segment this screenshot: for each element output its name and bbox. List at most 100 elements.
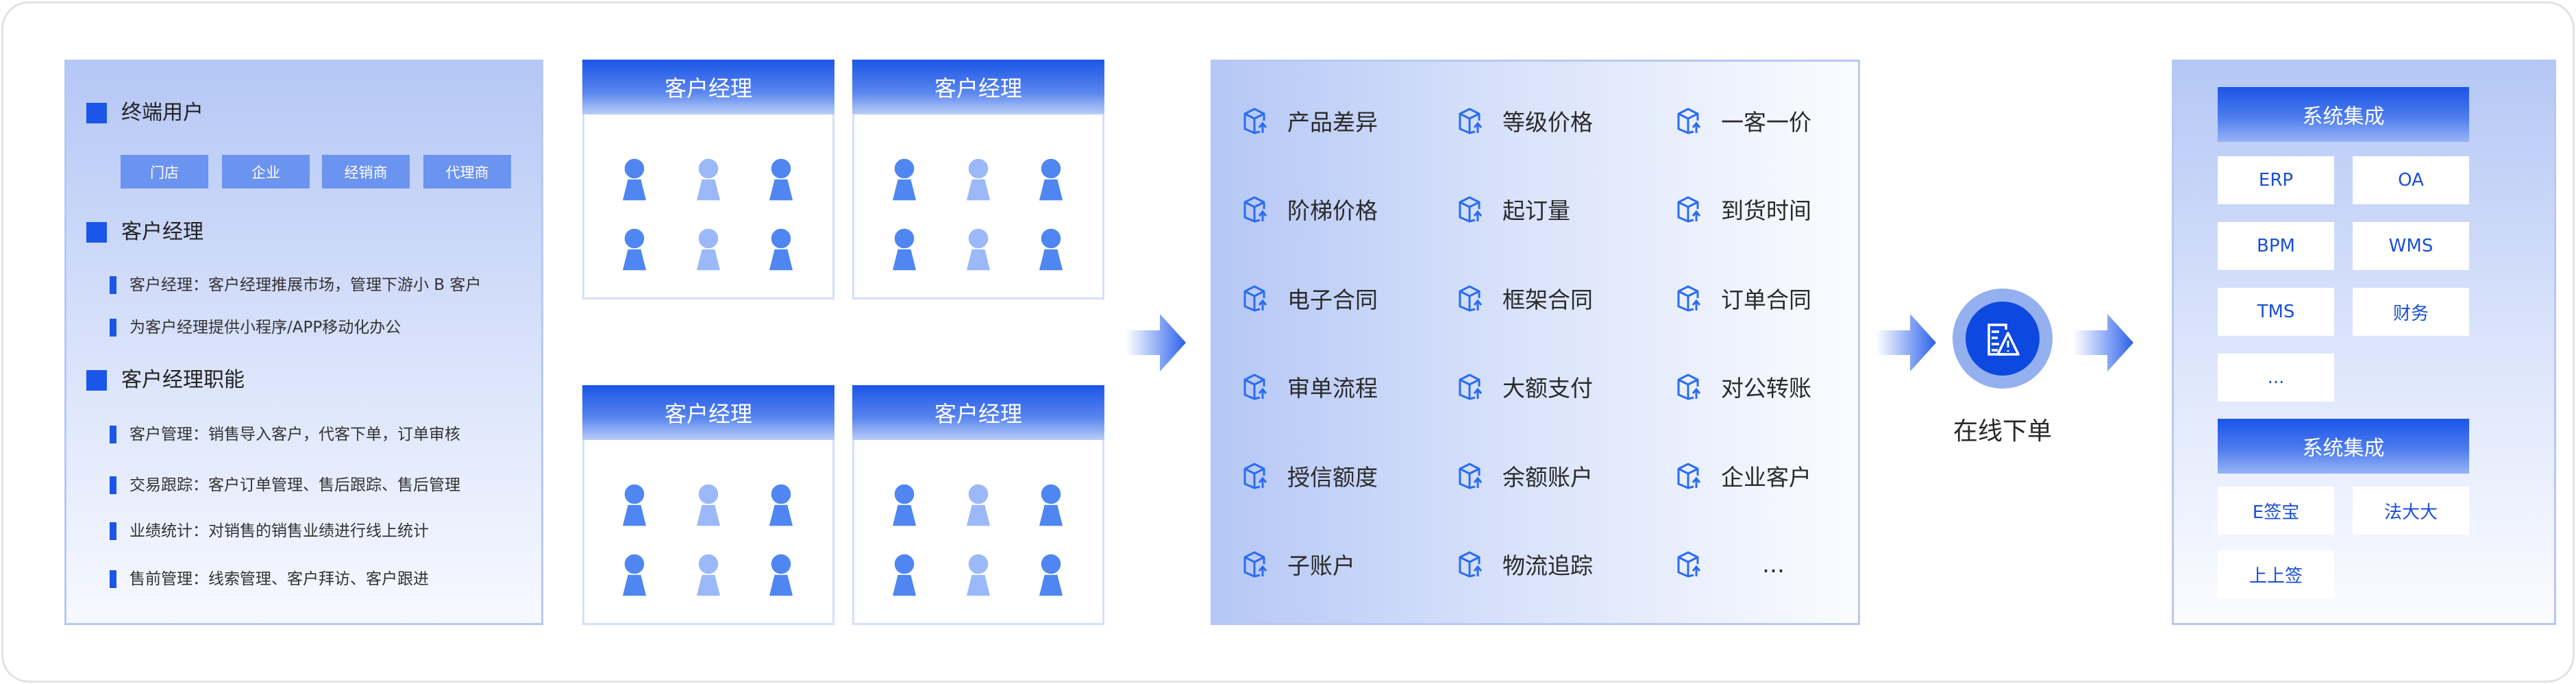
feature-item: 子账户 xyxy=(1242,550,1355,579)
integration-item: 上上签 xyxy=(2218,550,2334,598)
feature-label: 大额支付 xyxy=(1502,375,1593,402)
cube-upload-icon xyxy=(1677,108,1701,134)
feature-label: … xyxy=(1762,550,1785,578)
person-icon xyxy=(621,553,647,597)
cube-upload-icon xyxy=(1459,551,1483,578)
integration-item: E签宝 xyxy=(2218,487,2334,535)
arrow-right-icon xyxy=(2073,314,2133,371)
cube-upload-icon xyxy=(1243,285,1267,312)
feature-label: 审单流程 xyxy=(1287,375,1378,402)
integration-item: 财务 xyxy=(2353,288,2469,336)
feature-label: 企业客户 xyxy=(1721,464,1811,491)
person-icon xyxy=(891,553,917,597)
person-icon xyxy=(1038,553,1064,597)
person-icon xyxy=(891,228,917,271)
person-icon xyxy=(891,483,917,527)
integration-group-title: 系统集成 xyxy=(2218,87,2469,142)
document-warning-icon xyxy=(1953,289,2053,389)
bullet-marker-icon xyxy=(110,276,116,294)
person-icon xyxy=(695,483,721,527)
person-icon xyxy=(891,158,917,201)
feature-item: 电子合同 xyxy=(1242,284,1378,313)
person-icon xyxy=(621,483,647,527)
feature-label: 框架合同 xyxy=(1502,286,1593,313)
feature-label: 到货时间 xyxy=(1721,197,1811,224)
integration-item: 法大大 xyxy=(2353,487,2469,535)
manager-card-title: 客户经理 xyxy=(582,60,834,114)
section-title: 客户经理 xyxy=(121,220,203,244)
feature-item: 阶梯价格 xyxy=(1242,195,1378,224)
left-panel: 终端用户 门店 企业 经销商 代理商 客户经理 客户经理：客户经理推展市场，管理… xyxy=(64,60,543,625)
bullet-marker-icon xyxy=(110,522,116,540)
feature-item: 一客一价 xyxy=(1676,107,1811,136)
person-icon xyxy=(1038,228,1064,271)
cube-upload-icon xyxy=(1677,196,1701,223)
feature-label: 物流追踪 xyxy=(1502,552,1593,579)
center-label: 在线下单 xyxy=(1953,417,2052,445)
feature-item: 到货时间 xyxy=(1676,195,1811,224)
integration-item: BPM xyxy=(2218,222,2334,270)
person-icon xyxy=(965,158,991,201)
person-icon xyxy=(1038,483,1064,527)
person-icon xyxy=(768,158,794,201)
feature-label: 产品差异 xyxy=(1287,109,1378,136)
integration-item: ... xyxy=(2218,354,2334,402)
section-marker-icon xyxy=(86,370,107,391)
manager-card-title: 客户经理 xyxy=(582,385,834,440)
person-icon xyxy=(768,483,794,527)
arrow-right-icon xyxy=(1876,314,1936,371)
cube-upload-icon xyxy=(1459,196,1483,223)
section-marker-icon xyxy=(86,103,107,123)
cube-upload-icon xyxy=(1243,108,1267,134)
person-icon xyxy=(965,228,991,271)
bullet-text: 客户管理：销售导入客户，代客下单，订单审核 xyxy=(129,426,460,443)
section-title: 客户经理职能 xyxy=(121,368,245,392)
bullet-text: 售前管理：线索管理、客户拜访、客户跟进 xyxy=(129,570,429,588)
feature-item: 订单合同 xyxy=(1676,284,1811,313)
feature-item: 起订量 xyxy=(1457,195,1570,224)
cube-upload-icon xyxy=(1459,285,1483,312)
bullet-marker-icon xyxy=(110,319,116,337)
integration-panel: 系统集成 ERP OA BPM WMS TMS 财务 ... 系统集成 E签宝 … xyxy=(2172,60,2556,625)
integration-item: WMS xyxy=(2353,222,2469,270)
person-icon xyxy=(965,483,991,527)
feature-label: 阶梯价格 xyxy=(1287,197,1378,224)
feature-label: 对公转账 xyxy=(1721,375,1811,402)
features-panel: 产品差异 等级价格 一客一价阶梯价格 起订量 到货时间电子合同 框架合同 订单合同审单流程 大… xyxy=(1211,60,1860,625)
feature-item: 框架合同 xyxy=(1457,284,1593,313)
feature-label: 等级价格 xyxy=(1502,109,1593,136)
feature-label: 起订量 xyxy=(1502,197,1570,224)
tag: 企业 xyxy=(222,155,310,188)
integration-group-title: 系统集成 xyxy=(2218,419,2469,474)
tag: 经销商 xyxy=(322,155,410,188)
person-icon xyxy=(621,228,647,271)
cube-upload-icon xyxy=(1459,374,1483,400)
feature-label: 订单合同 xyxy=(1721,286,1811,313)
cube-upload-icon xyxy=(1243,463,1267,489)
cube-upload-icon xyxy=(1243,551,1267,578)
cube-upload-icon xyxy=(1459,108,1483,134)
cube-upload-icon xyxy=(1677,285,1701,312)
feature-label: 电子合同 xyxy=(1287,286,1378,313)
bullet-text: 业绩统计：对销售的销售业绩进行线上统计 xyxy=(129,522,429,540)
bullet-text: 交易跟踪：客户订单管理、售后跟踪、售后管理 xyxy=(129,476,460,494)
feature-item: 企业客户 xyxy=(1676,462,1811,491)
feature-label: 授信额度 xyxy=(1287,464,1378,491)
feature-item: 产品差异 xyxy=(1242,107,1378,136)
manager-card-title: 客户经理 xyxy=(852,385,1104,440)
bullet-marker-icon xyxy=(110,426,116,443)
integration-item: OA xyxy=(2353,156,2469,204)
feature-item: 对公转账 xyxy=(1676,373,1811,402)
cube-upload-icon xyxy=(1677,374,1701,400)
section-title: 终端用户 xyxy=(121,101,203,125)
person-icon xyxy=(1038,158,1064,201)
feature-item: 大额支付 xyxy=(1457,373,1593,402)
person-icon xyxy=(621,158,647,201)
feature-item: 授信额度 xyxy=(1242,462,1378,491)
tag: 代理商 xyxy=(423,155,511,188)
bullet-text: 客户经理：客户经理推展市场，管理下游小 B 客户 xyxy=(129,276,482,294)
integration-item: ERP xyxy=(2218,156,2334,204)
integration-item: TMS xyxy=(2218,288,2334,336)
manager-card-title: 客户经理 xyxy=(852,60,1104,114)
bullet-marker-icon xyxy=(110,476,116,494)
